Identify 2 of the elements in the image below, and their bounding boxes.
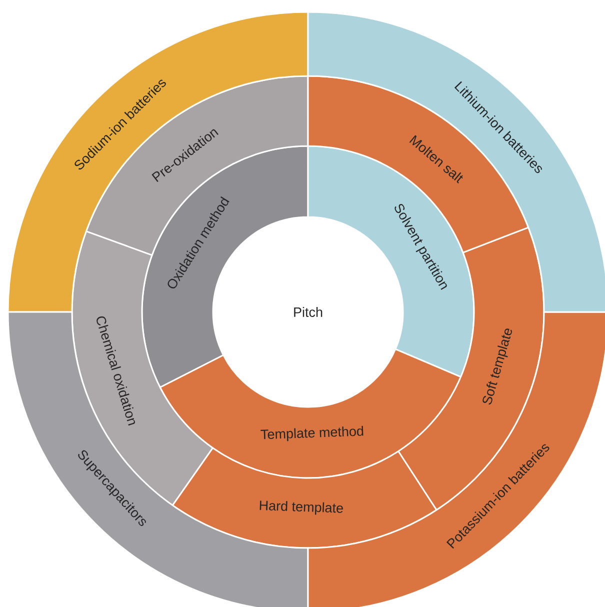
ring-segment: Template method: [159, 348, 462, 479]
ring-segment: Hard template: [172, 447, 438, 549]
